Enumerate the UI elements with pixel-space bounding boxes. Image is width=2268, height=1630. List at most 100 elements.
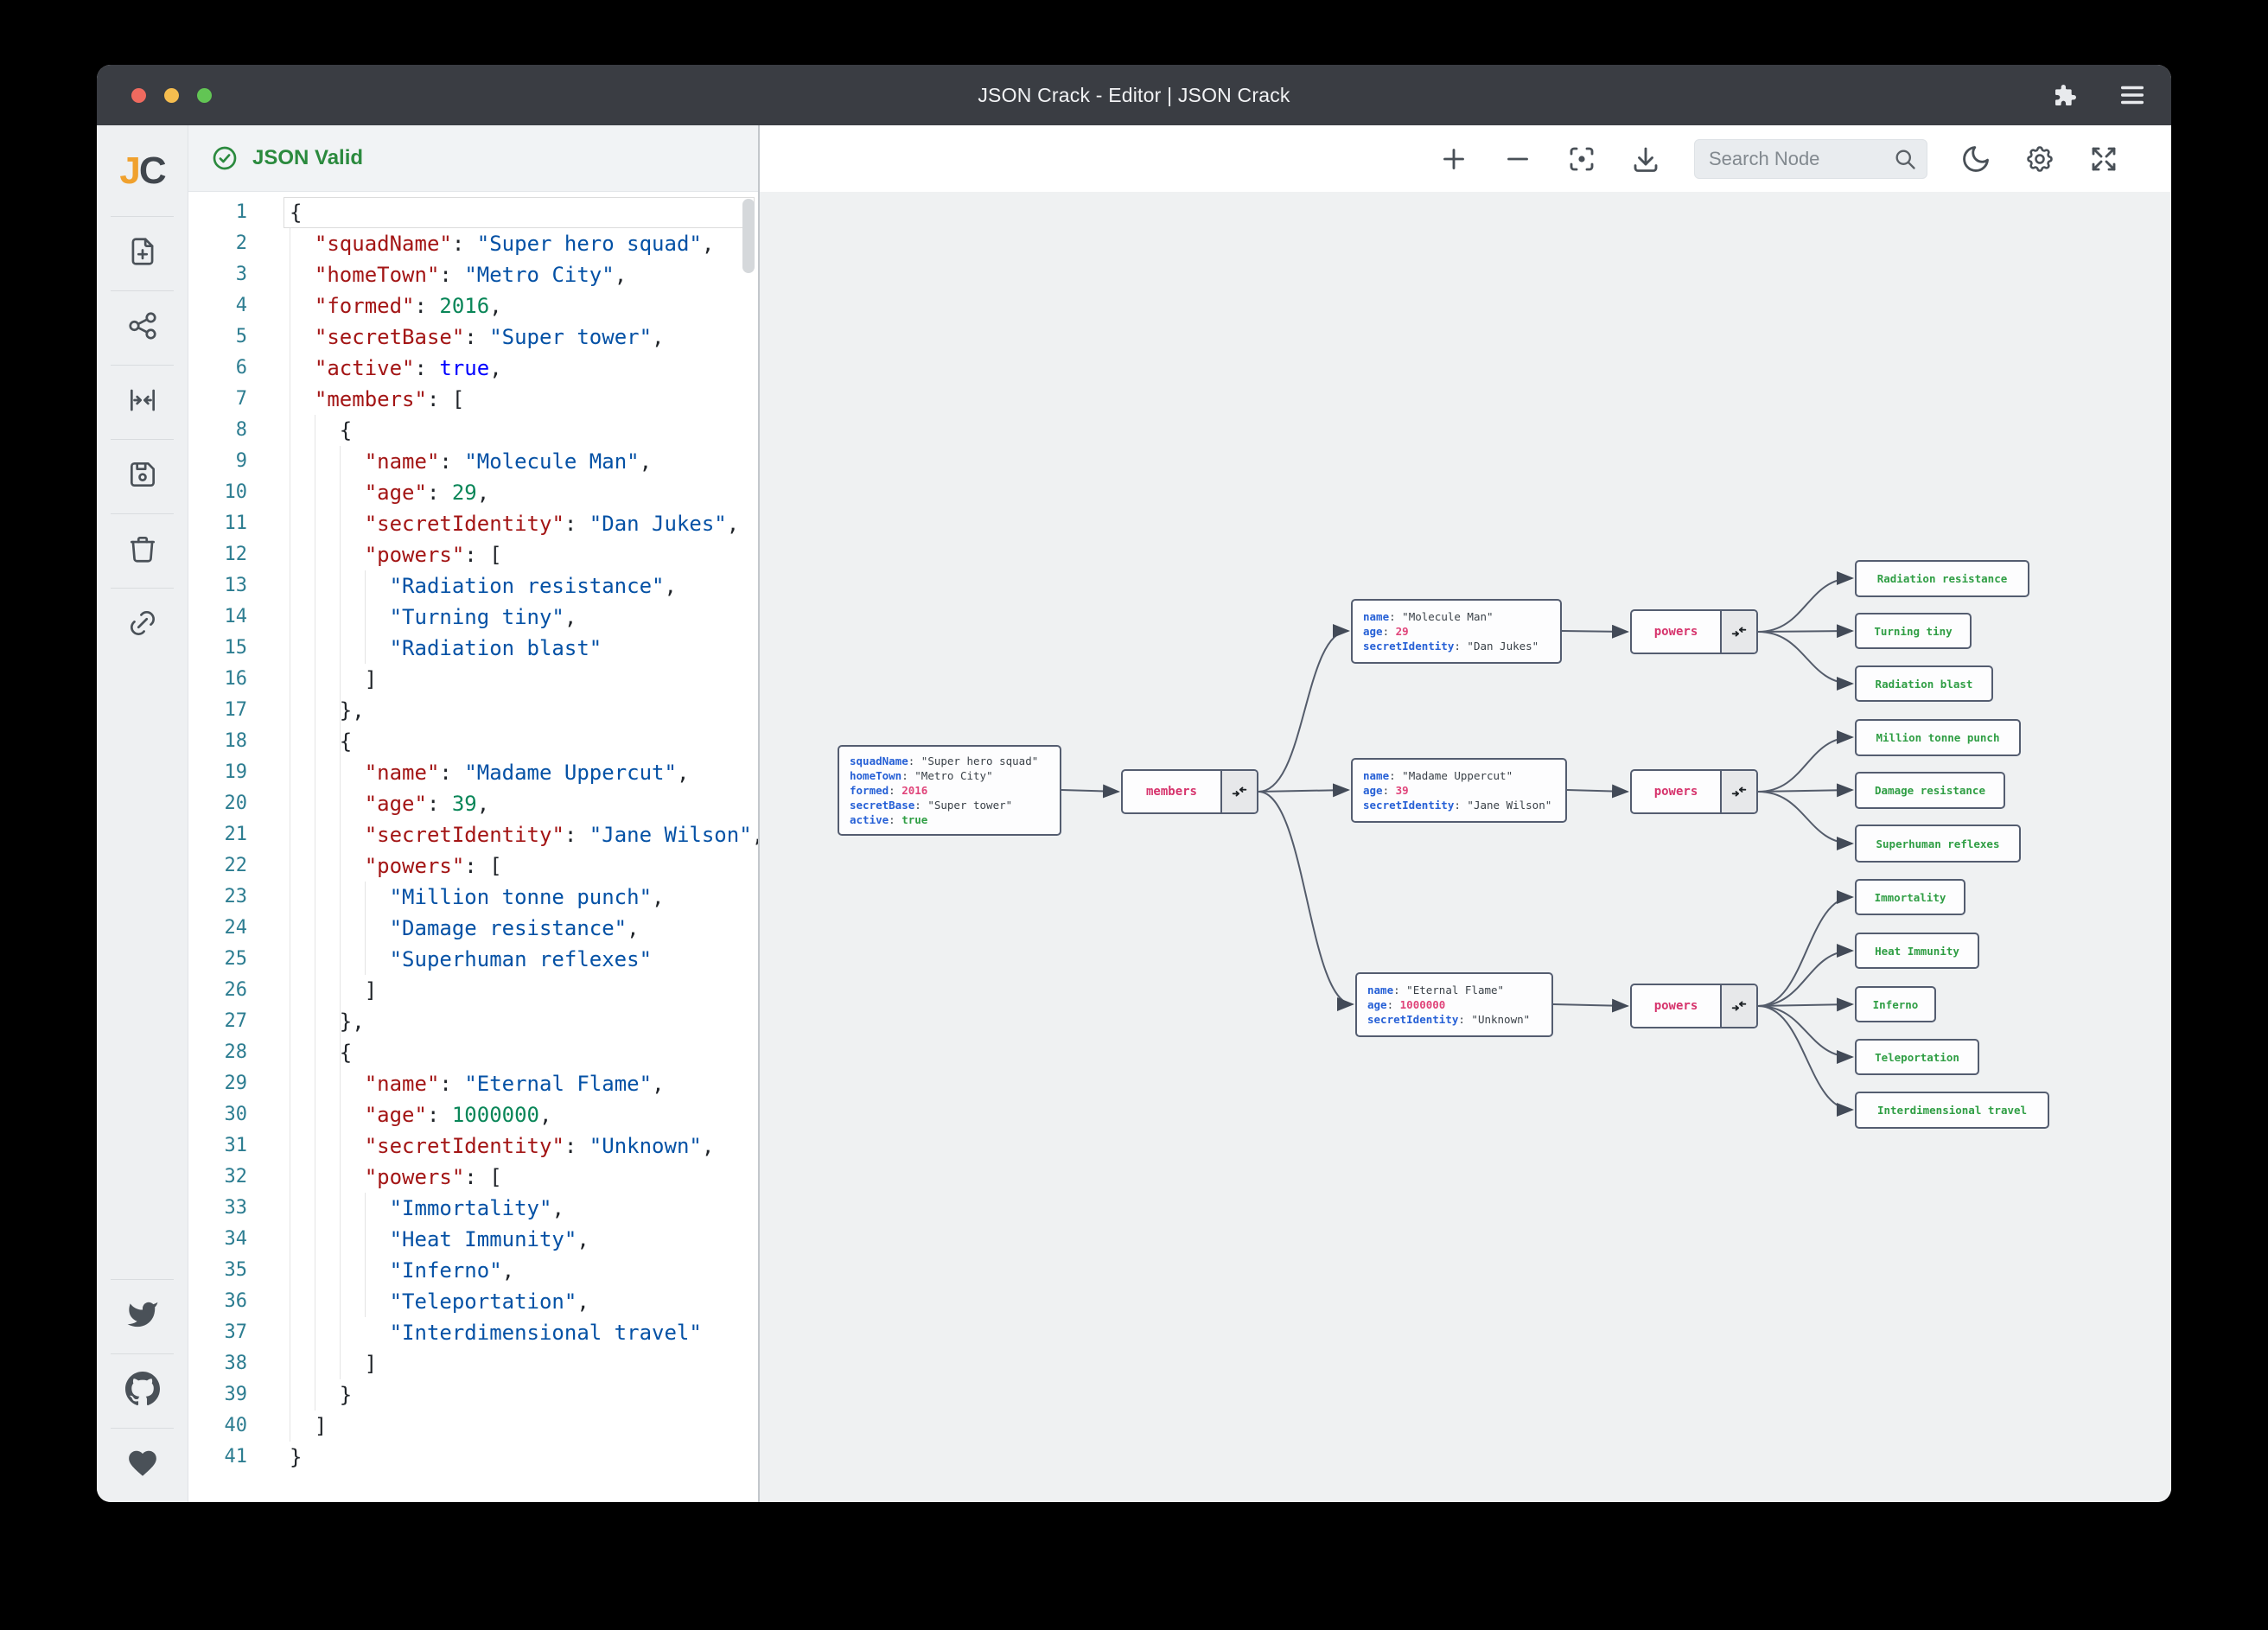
line-number: 15 (224, 637, 248, 659)
sidebar-item-sponsor[interactable] (97, 1429, 188, 1502)
sidebar-item-save[interactable] (97, 440, 188, 513)
line-number: 31 (224, 1135, 248, 1156)
line-number: 14 (224, 606, 248, 627)
line-number: 29 (224, 1073, 248, 1094)
focus-node-button[interactable] (1566, 143, 1597, 175)
graph-node-members[interactable]: members (1121, 769, 1258, 814)
sidebar-item-graph-view[interactable] (97, 291, 188, 365)
sidebar-item-twitter[interactable] (97, 1280, 188, 1353)
graph-node-leaf-teleportation[interactable]: Teleportation (1855, 1039, 1979, 1075)
close-button[interactable] (131, 88, 146, 103)
graph-node-powers-2[interactable]: powers (1630, 769, 1758, 814)
line-number: 19 (224, 761, 248, 783)
sidebar-item-share-link[interactable] (97, 589, 188, 662)
code-editor[interactable]: 1{2 "squadName": "Super hero squad",3 "h… (188, 192, 758, 1502)
graph-node-leaf-turning-tiny[interactable]: Turning tiny (1855, 613, 1972, 649)
sidebar-item-fit-width[interactable] (97, 366, 188, 439)
sidebar-item-github[interactable] (97, 1354, 188, 1428)
line-number: 27 (224, 1010, 248, 1032)
code-line: 15 "Radiation blast" (188, 633, 758, 664)
link-icon (126, 607, 159, 644)
line-number: 34 (224, 1228, 248, 1250)
code-line: 17 }, (188, 695, 758, 726)
code-line: 14 "Turning tiny", (188, 602, 758, 633)
graph-node-leaf-radiation-resistance[interactable]: Radiation resistance (1855, 560, 2029, 597)
graph-node-leaf-inferno[interactable]: Inferno (1855, 986, 1936, 1022)
code-line: 10 "age": 29, (188, 477, 758, 508)
download-image-button[interactable] (1630, 143, 1661, 175)
node-label: powers (1653, 999, 1698, 1013)
code-line: 20 "age": 39, (188, 788, 758, 819)
dark-mode-toggle[interactable] (1960, 143, 1991, 175)
code-line: 34 "Heat Immunity", (188, 1224, 758, 1255)
code-line: 11 "secretIdentity": "Dan Jukes", (188, 508, 758, 539)
line-number: 16 (224, 668, 248, 690)
search-node-box (1694, 138, 1927, 179)
collapse-node-toggle[interactable] (1720, 771, 1756, 812)
fullscreen-button[interactable] (2088, 143, 2119, 175)
twitter-icon (126, 1298, 159, 1335)
code-line: 22 "powers": [ (188, 850, 758, 882)
sidebar-item-new-document[interactable] (97, 217, 188, 290)
code-line: 37 "Interdimensional travel" (188, 1317, 758, 1348)
editor-scrollbar-thumb[interactable] (742, 199, 755, 273)
node-label: members (1145, 785, 1197, 799)
node-label: powers (1653, 785, 1698, 799)
line-number: 36 (224, 1290, 248, 1312)
graph-node-leaf-superhuman-reflexes[interactable]: Superhuman reflexes (1855, 825, 2021, 863)
code-line: 1{ (188, 197, 758, 228)
graph-node-powers-1[interactable]: powers (1630, 609, 1758, 654)
maximize-button[interactable] (197, 88, 212, 103)
zoom-in-button[interactable] (1438, 143, 1469, 175)
code-line: 5 "secretBase": "Super tower", (188, 322, 758, 353)
line-number: 38 (224, 1353, 248, 1374)
graph-node-leaf-immortality[interactable]: Immortality (1855, 879, 1965, 915)
graph-node-leaf-interdimensional-travel[interactable]: Interdimensional travel (1855, 1092, 2049, 1129)
graph-panel: squadName: "Super hero squad"homeTown: "… (760, 125, 2171, 1502)
line-number: 32 (224, 1166, 248, 1187)
line-number: 17 (224, 699, 248, 721)
search-node-input[interactable] (1694, 138, 1927, 179)
code-line: 13 "Radiation resistance", (188, 570, 758, 602)
code-line: 8 { (188, 415, 758, 446)
line-number: 12 (224, 544, 248, 565)
collapse-node-toggle[interactable] (1220, 771, 1257, 812)
graph-node-leaf-radiation-blast[interactable]: Radiation blast (1855, 665, 1993, 702)
share-graph-icon (126, 309, 159, 347)
line-number: 39 (224, 1384, 248, 1405)
code-line: 40 ] (188, 1410, 758, 1442)
line-number: 41 (224, 1446, 248, 1468)
graph-node-leaf-damage-resistance[interactable]: Damage resistance (1855, 772, 2005, 809)
line-number: 7 (235, 388, 247, 410)
code-line: 7 "members": [ (188, 384, 758, 415)
indent-guide (365, 882, 366, 975)
graph-node-leaf-heat-immunity[interactable]: Heat Immunity (1855, 933, 1979, 969)
graph-canvas[interactable]: squadName: "Super hero squad"homeTown: "… (760, 192, 2171, 1502)
extension-puzzle-icon[interactable] (2052, 81, 2080, 109)
line-number: 28 (224, 1041, 248, 1063)
settings-gear-button[interactable] (2024, 143, 2055, 175)
zoom-out-button[interactable] (1502, 143, 1533, 175)
code-line: 2 "squadName": "Super hero squad", (188, 228, 758, 259)
code-line: 25 "Superhuman reflexes" (188, 944, 758, 975)
browser-menu-icon[interactable] (2118, 80, 2147, 110)
line-number: 18 (224, 730, 248, 752)
line-number: 20 (224, 793, 248, 814)
sidebar-item-delete[interactable] (97, 514, 188, 588)
code-line: 29 "name": "Eternal Flame", (188, 1068, 758, 1099)
graph-node-powers-3[interactable]: powers (1630, 984, 1758, 1028)
file-plus-icon (126, 235, 159, 272)
minimize-button[interactable] (164, 88, 179, 103)
line-number: 22 (224, 855, 248, 876)
code-line: 35 "Inferno", (188, 1255, 758, 1286)
graph-node-leaf-million-tonne-punch[interactable]: Million tonne punch (1855, 719, 2021, 756)
code-line: 4 "formed": 2016, (188, 290, 758, 322)
graph-node-root[interactable]: squadName: "Super hero squad"homeTown: "… (838, 745, 1061, 836)
collapse-node-toggle[interactable] (1720, 611, 1756, 653)
collapse-node-toggle[interactable] (1720, 985, 1756, 1027)
line-number: 23 (224, 886, 248, 907)
